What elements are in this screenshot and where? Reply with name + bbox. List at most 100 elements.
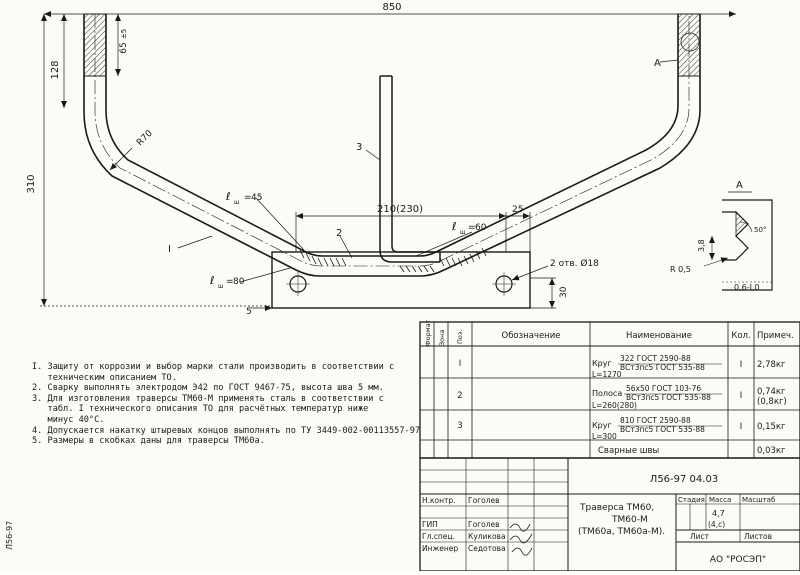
note-5: 5. Размеры в скобках даны для траверсы Т… bbox=[32, 436, 265, 447]
svg-text:Сварные швы: Сварные швы bbox=[598, 446, 659, 456]
svg-text:56х50 ГОСТ 103-76: 56х50 ГОСТ 103-76 bbox=[626, 384, 701, 393]
dim-leg: 128 bbox=[50, 60, 61, 79]
note-2: 2. Сварку выполнять электродом Э42 по ГО… bbox=[32, 383, 384, 394]
dim-leg-top-tol: ±5 bbox=[120, 29, 128, 39]
th-qty: Кол. bbox=[731, 331, 750, 341]
dim-overall-width: 850 bbox=[382, 2, 401, 13]
holes-label: 2 отв. Ø18 bbox=[550, 258, 599, 269]
spec-row-3: 3 Круг 810 ГОСТ 2590-88 ВСт3пс5 ГОСТ 535… bbox=[457, 416, 786, 441]
dim-bottom: 5 bbox=[246, 307, 252, 317]
svg-text:I: I bbox=[740, 422, 743, 432]
svg-text:45: 45 bbox=[251, 193, 262, 203]
svg-text:80: 80 bbox=[233, 277, 245, 287]
title-line-3: (ТМ60а, ТМ60а-М). bbox=[578, 527, 665, 537]
svg-text:322 ГОСТ 2590-88: 322 ГОСТ 2590-88 bbox=[620, 354, 691, 363]
svg-text:2,78кг: 2,78кг bbox=[757, 360, 786, 370]
stage-label: Стадия bbox=[678, 496, 705, 504]
organization: АО "РОСЭП" bbox=[710, 555, 766, 565]
name-1: Гоголев bbox=[468, 496, 500, 505]
dimensions bbox=[40, 11, 736, 311]
spec-row-2: 2 Полоса 56х50 ГОСТ 103-76 ВСт3пс5 ГОСТ … bbox=[457, 384, 786, 410]
note-1-cont: техническим описанием ТО. bbox=[32, 372, 177, 383]
dim-leg-top: 65 bbox=[119, 42, 129, 53]
detail-label: A bbox=[736, 180, 743, 191]
svg-text:0,15кг: 0,15кг bbox=[757, 422, 786, 432]
weld-marks bbox=[299, 247, 487, 273]
svg-text:(0,8кг): (0,8кг) bbox=[757, 397, 787, 407]
th-note: Примеч. bbox=[757, 331, 794, 341]
svg-text:L=1270: L=1270 bbox=[592, 370, 622, 379]
svg-text:I: I bbox=[740, 360, 743, 370]
signatures bbox=[509, 523, 533, 556]
svg-text:ℓ: ℓ bbox=[225, 190, 231, 203]
dim-plate-height: 30 bbox=[559, 286, 569, 298]
sheet-label: Лист bbox=[690, 532, 710, 541]
mass-value: 4,7 bbox=[712, 509, 725, 518]
view-ref-a: A bbox=[654, 58, 661, 69]
svg-text:ш: ш bbox=[218, 283, 224, 290]
rod-part bbox=[379, 75, 441, 263]
detail-dim-1: 3,8 bbox=[697, 239, 706, 252]
note-4: 4. Допускается накатку штыревых концов в… bbox=[32, 425, 421, 436]
svg-text:ВСт3пс5 ГОСТ 535-88: ВСт3пс5 ГОСТ 535-88 bbox=[620, 363, 705, 372]
note-3-cont-a: табл. I технического описания ТО для рас… bbox=[32, 404, 369, 415]
title-line-2: ТМ60-М bbox=[611, 515, 648, 525]
svg-text:ℓ: ℓ bbox=[451, 220, 457, 233]
role-4: Инженер bbox=[422, 544, 458, 553]
sheets-label: Листов bbox=[744, 532, 772, 541]
svg-text:ш: ш bbox=[460, 229, 466, 236]
mass-label: Масса bbox=[709, 496, 731, 504]
th-pos: Поз. bbox=[456, 330, 464, 344]
weld-label-60: ℓ ш = 60 bbox=[451, 220, 487, 236]
svg-text:ВСт3пс5 ГОСТ 535-88: ВСт3пс5 ГОСТ 535-88 bbox=[626, 393, 711, 402]
th-designation: Обозначение bbox=[502, 331, 561, 341]
note-1: I. Защиту от коррозии и выбор марки стал… bbox=[32, 362, 395, 372]
dim-plate-length: 210(230) bbox=[377, 204, 423, 215]
side-stamp: Л56-97 bbox=[5, 521, 14, 550]
weld-label-80: ℓ ш = 80 bbox=[209, 274, 245, 290]
position-2: 2 bbox=[336, 228, 342, 239]
scale-label: Масштаб bbox=[742, 496, 775, 504]
name-2: Гоголев bbox=[468, 520, 500, 529]
role-1: Н.контр. bbox=[422, 496, 456, 505]
detail-dim-2: R 0,5 bbox=[670, 265, 691, 274]
name-3: Куликова bbox=[468, 532, 506, 541]
spec-row-welds: Сварные швы 0,03кг bbox=[598, 446, 786, 456]
note-3-cont-b: минус 40°С. bbox=[32, 414, 105, 425]
detail-a: A 50° 3,8 R 0,5 0,6-I,0 bbox=[670, 180, 773, 292]
detail-angle: 50° bbox=[754, 226, 766, 234]
svg-text:Круг: Круг bbox=[592, 421, 612, 430]
title-line-1: Траверса ТМ60, bbox=[579, 503, 654, 513]
svg-text:0,03кг: 0,03кг bbox=[757, 446, 786, 456]
svg-text:=: = bbox=[468, 223, 476, 233]
svg-text:3: 3 bbox=[457, 421, 462, 431]
role-3: Гл.спец. bbox=[422, 532, 455, 541]
position-3: 3 bbox=[356, 142, 362, 153]
svg-text:ℓ: ℓ bbox=[209, 274, 215, 287]
svg-text:=: = bbox=[244, 193, 252, 203]
position-1: I bbox=[168, 244, 171, 255]
notes-block: I. Защиту от коррозии и выбор марки стал… bbox=[32, 362, 421, 447]
plate-part bbox=[271, 251, 531, 309]
note-3: 3. Для изготовления траверсы ТМ60-М прим… bbox=[32, 393, 384, 404]
svg-text:ВСт3пс5 ГОСТ 535-88: ВСт3пс5 ГОСТ 535-88 bbox=[620, 425, 705, 434]
th-format: Формат bbox=[424, 319, 432, 346]
name-4: Седотова bbox=[468, 544, 506, 553]
dim-radius: R70 bbox=[135, 128, 155, 148]
dim-plate-end: 25 bbox=[512, 205, 523, 215]
svg-text:=: = bbox=[226, 277, 234, 287]
th-zone: Зона bbox=[438, 330, 446, 346]
svg-text:Полоса: Полоса bbox=[592, 389, 622, 398]
svg-text:60: 60 bbox=[475, 223, 487, 233]
traverse-bar bbox=[83, 14, 701, 277]
th-name: Наименование bbox=[626, 331, 692, 341]
mass-value-b: (4,с) bbox=[708, 520, 725, 529]
svg-text:I: I bbox=[740, 391, 743, 401]
role-2: ГИП bbox=[422, 520, 438, 529]
svg-text:0,74кг: 0,74кг bbox=[757, 387, 786, 397]
svg-text:Круг: Круг bbox=[592, 359, 612, 368]
specification-table bbox=[419, 321, 800, 459]
svg-text:L=300: L=300 bbox=[592, 432, 617, 441]
doc-number: Л56-97 04.03 bbox=[650, 474, 718, 485]
